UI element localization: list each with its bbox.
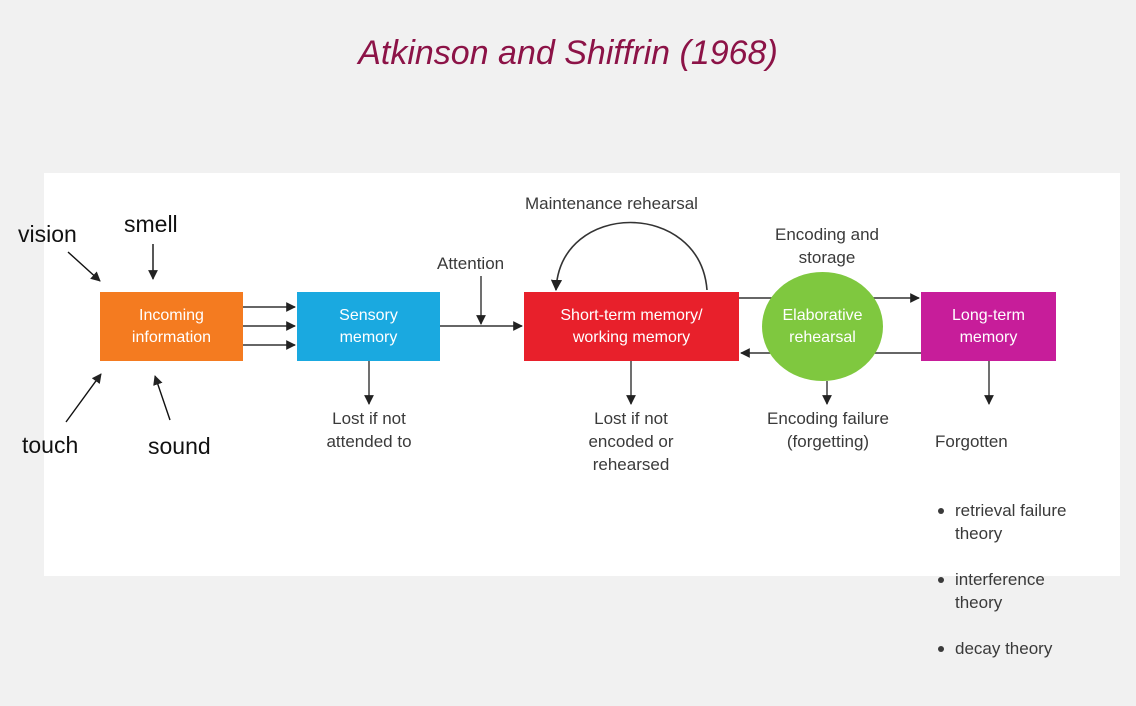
- incoming-information-box: Incoming information: [100, 292, 243, 361]
- list-item: interference theory: [935, 568, 1105, 614]
- encoding-failure-label: Encoding failure (forgetting): [767, 409, 889, 451]
- touch-label: touch: [22, 432, 79, 458]
- encoding-and-storage-label: Encoding and storage: [775, 225, 879, 267]
- long-term-memory-box: Long-term memory: [921, 292, 1056, 361]
- page-title: Atkinson and Shiffrin (1968): [358, 34, 778, 72]
- maintenance-loop-arrow: [550, 221, 708, 292]
- touch-arrow: [65, 373, 102, 423]
- forgotten-label: Forgotten: [935, 432, 1008, 451]
- vision-label: vision: [18, 221, 77, 247]
- smell-label: smell: [124, 211, 178, 237]
- elaborative-rehearsal-circle: Elaborative rehearsal: [762, 272, 883, 381]
- lost-if-not-attended-label: Lost if not attended to: [326, 409, 412, 451]
- list-item: decay theory: [935, 637, 1105, 660]
- vision-arrow: [67, 251, 101, 282]
- list-item: retrieval failure theory: [935, 499, 1105, 545]
- sound-arrow: [153, 375, 171, 421]
- maintenance-rehearsal-label: Maintenance rehearsal: [525, 194, 698, 213]
- forgotten-block: Forgotten retrieval failure theory inter…: [935, 407, 1105, 706]
- sensory-memory-box: Sensory memory: [297, 292, 440, 361]
- sound-label: sound: [148, 433, 211, 459]
- lost-if-not-encoded-label: Lost if not encoded or rehearsed: [588, 409, 674, 474]
- short-term-memory-box: Short-term memory/ working memory: [524, 292, 739, 361]
- forgotten-reasons-list: retrieval failure theory interference th…: [935, 476, 1105, 683]
- attention-label: Attention: [437, 254, 505, 273]
